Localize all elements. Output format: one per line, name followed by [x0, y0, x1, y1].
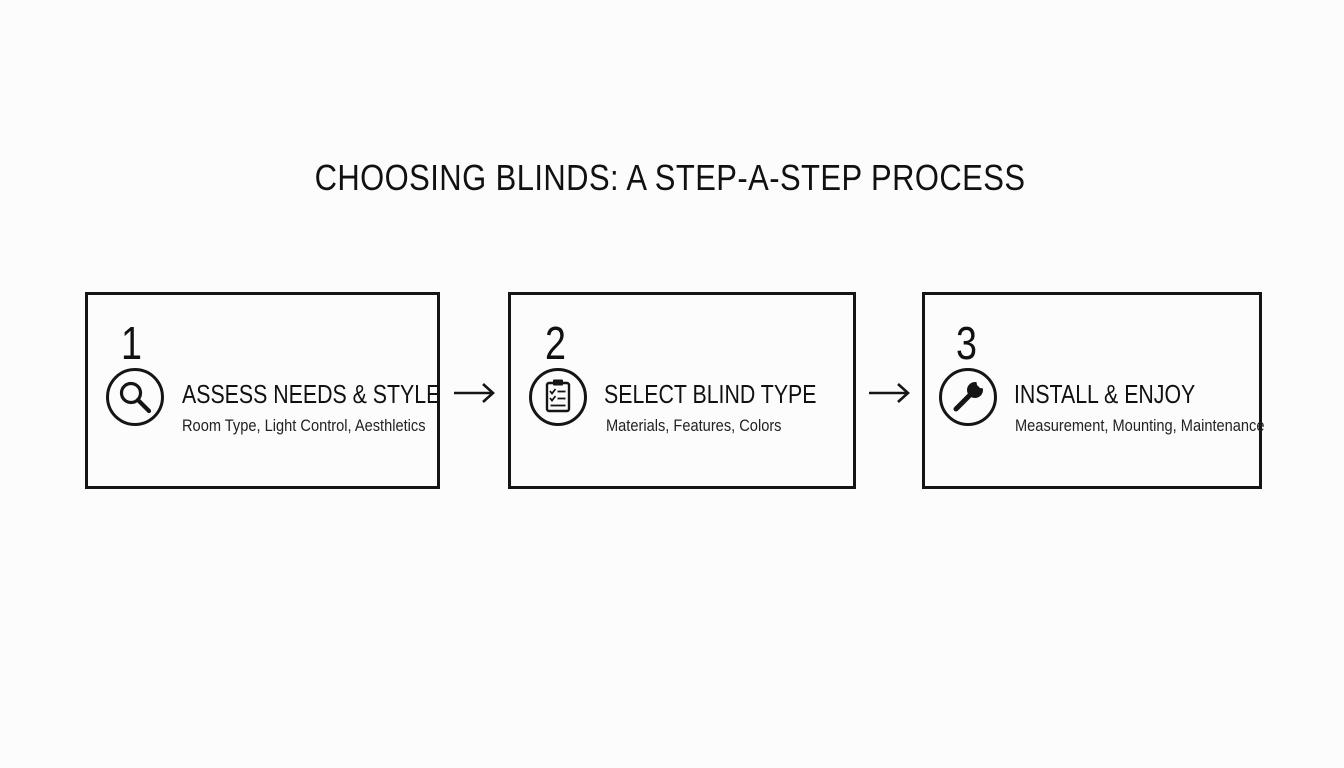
- arrow-right-icon: [866, 380, 912, 406]
- step-subtitle: Room Type, Light Control, Aesthletics: [182, 416, 426, 435]
- step-card-install: 3 INSTALL & ENJOY Measurement, Mounting,…: [922, 292, 1265, 489]
- step-subtitle: Measurement, Mounting, Maintenance: [1015, 416, 1265, 435]
- arrow-right-icon: [451, 380, 497, 406]
- step-heading: SELECT BLIND TYPE: [604, 379, 817, 409]
- step-number: 3: [956, 317, 977, 369]
- diagram-title: CHOOSING BLINDS: A STEP-A-STEP PROCESS: [314, 157, 1026, 198]
- magnifying-glass-icon: [105, 367, 165, 427]
- step-number: 2: [545, 317, 566, 369]
- clipboard-checklist-icon: [528, 367, 588, 427]
- step-heading: INSTALL & ENJOY: [1014, 379, 1196, 409]
- step-number: 1: [121, 317, 142, 369]
- step-heading: ASSESS NEEDS & STYLE: [182, 379, 441, 409]
- step-subtitle: Materials, Features, Colors: [606, 416, 782, 435]
- step-card-assess: 1 ASSESS NEEDS & STYLE Room Type, Light …: [85, 292, 440, 489]
- wrench-icon: [938, 367, 998, 427]
- step-card-select: 2 SELECT BLIND TYPE Materials, Features,…: [508, 292, 856, 489]
